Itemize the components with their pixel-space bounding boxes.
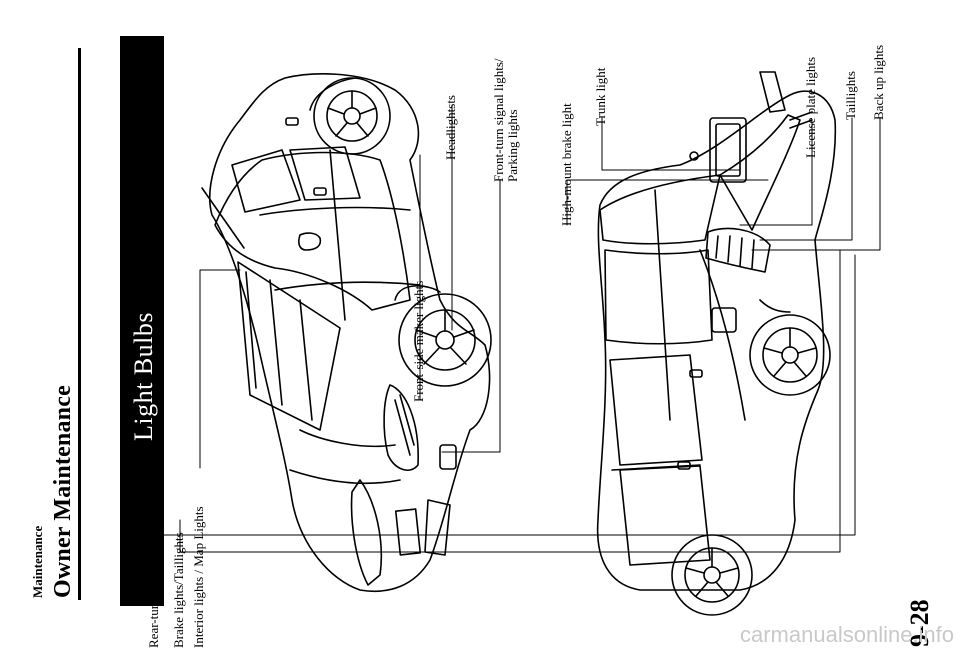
label-front-side-marker: Front-side maker lights [411, 280, 426, 402]
leader-lines [154, 104, 881, 553]
section-band: Light Bulbs [120, 36, 164, 606]
label-rear-turn-signal: Rear-turn signal lights [146, 532, 161, 648]
rear-car-drawing [596, 71, 837, 616]
label-brake-lights: Brake lights/Taillights [171, 532, 186, 648]
watermark: carmanualsonline.info [740, 622, 955, 647]
label-taillights: Taillights [843, 71, 858, 120]
label-parking-lights: Parking lights [505, 109, 520, 182]
title-rule [78, 48, 81, 600]
label-headlights: Headlightsts [443, 95, 458, 160]
label-front-turn-signal: Front-turn signal lights/ [491, 58, 506, 183]
label-license-plate: License plate lights [803, 56, 818, 158]
label-high-mount-brake: High-mount brake light [559, 103, 574, 226]
label-trunk-light: Trunk light [593, 67, 608, 126]
label-interior-lights: Interior lights / Map Lights [191, 506, 206, 648]
label-back-up-lights: Back up lights [871, 44, 886, 120]
front-car-drawing [201, 73, 492, 592]
